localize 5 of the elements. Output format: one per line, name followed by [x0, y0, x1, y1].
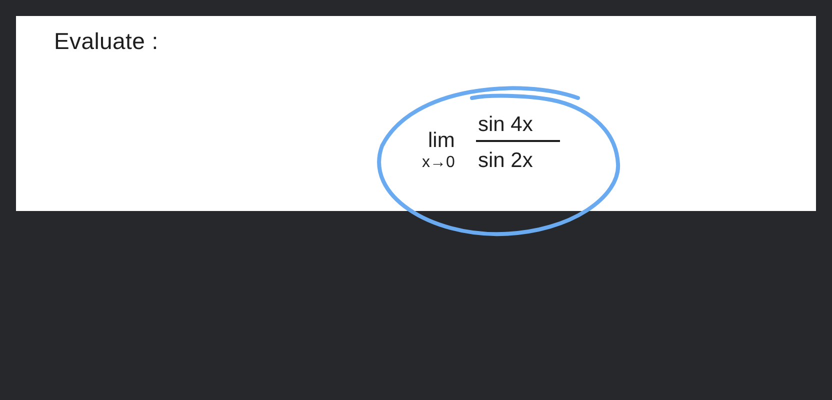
instruction-text: Evaluate :	[54, 28, 158, 55]
math-text: lim	[428, 130, 455, 151]
math-text: sin 2x	[478, 150, 533, 171]
math-text: sin 4x	[478, 114, 533, 135]
math-text: x→0	[422, 155, 455, 171]
